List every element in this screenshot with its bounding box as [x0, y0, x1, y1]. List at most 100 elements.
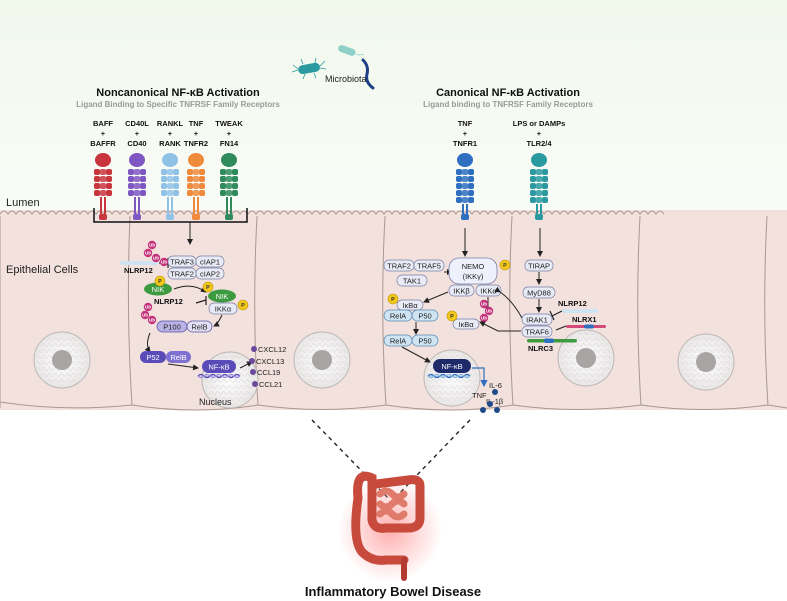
nlrc3-label: NLRC3 — [528, 344, 553, 353]
relb-label: RelB — [170, 353, 186, 362]
ikba-label: IκBα — [458, 320, 474, 329]
myd88-protein: MyD88 — [522, 286, 556, 299]
svg-text:CXCL13: CXCL13 — [256, 357, 284, 366]
nlrc3-protein — [527, 338, 577, 343]
cell-nucleus — [293, 331, 351, 389]
bacterium-icon — [361, 58, 375, 90]
phosphate-icon: P — [154, 275, 166, 287]
plus-label: + — [194, 129, 199, 138]
irak1-traf6: IRAK1 TRAF6 — [521, 313, 553, 338]
plus-label: + — [463, 129, 468, 138]
zoom-line — [392, 419, 471, 501]
receptor-label: RANK — [159, 139, 181, 148]
p100-relb-complex: P100 RelB — [156, 320, 213, 333]
ubiquitin-icon: Ub — [143, 302, 153, 312]
svg-text:Ub: Ub — [145, 251, 151, 256]
receptor-bracket — [93, 208, 248, 223]
svg-text:CCL21: CCL21 — [259, 380, 282, 389]
nik-protein: NIK — [208, 289, 236, 303]
nucleus-label: Nucleus — [199, 397, 232, 407]
ikka-label: IKKα — [215, 305, 232, 314]
cytokine-ccl21: CCL21 — [252, 380, 282, 389]
svg-text:Ub: Ub — [481, 302, 487, 307]
canonical-receptors — [456, 153, 548, 220]
tirap-label: TIRAP — [528, 262, 550, 271]
ubiquitin-icon: Ub — [484, 306, 494, 316]
cytokine-dot — [492, 389, 498, 395]
phosphate-icon: P — [446, 310, 458, 322]
relb-label: RelB — [191, 323, 207, 332]
traf2-label: TRAF2 — [387, 262, 411, 271]
receptor-label: TNFR1 — [453, 139, 477, 148]
receptor-label: TLR2/4 — [526, 139, 552, 148]
cytokine-ccl19: CCL19 — [250, 368, 280, 377]
noncanonical-receptor-labels: BAFF + BAFFR CD40L + CD40 RANKL + RANK T… — [90, 119, 243, 148]
ikba-rela-p50: IκBα RelA P50 — [383, 299, 439, 322]
svg-text:IL-1β: IL-1β — [486, 397, 504, 406]
ciap1-label: cIAP1 — [200, 258, 220, 267]
nlrp12-label: NLRP12 — [558, 299, 587, 308]
ligand-label: TNF — [189, 119, 204, 128]
noncanonical-subtitle: Ligand Binding to Specific TNFRSF Family… — [76, 100, 280, 109]
canonical-subtitle: Ligand binding to TNFRSF Family Receptor… — [423, 100, 593, 109]
receptor-cd40 — [128, 153, 146, 220]
bacterium-icon — [338, 45, 365, 56]
nik-label: NIK — [216, 292, 229, 301]
phosphate-icon: P — [387, 293, 399, 305]
microbiota: Microbiota — [291, 45, 375, 90]
traf5-label: TRAF5 — [417, 262, 441, 271]
traf2-label: TRAF2 — [170, 270, 194, 279]
receptor-tnfr2 — [187, 153, 205, 220]
nik-protein: NIK — [144, 282, 172, 296]
arrow — [401, 346, 431, 363]
svg-text:Ub: Ub — [481, 316, 487, 321]
ubiquitin-icon: Ub — [159, 257, 169, 267]
nfkb-dna-complex: NF-κB — [427, 359, 488, 388]
nfkb-dna-complex: NF-κB — [197, 360, 253, 379]
ikka-protein: IKKα — [208, 302, 238, 315]
svg-text:Ub: Ub — [153, 256, 159, 261]
bacterium-icon — [291, 57, 327, 80]
ikk-complex: NEMO (IKKγ) IKKβ IKKα — [448, 257, 502, 297]
canonical-pathway: TRAF2 TRAF5 TAK1 NEMO (IKKγ) IKKβ IKKα I… — [383, 228, 606, 413]
svg-text:TNF: TNF — [472, 391, 487, 400]
nemo-label: NEMO — [462, 262, 485, 271]
arrow — [173, 285, 207, 293]
lumen-label: Lumen — [6, 197, 40, 209]
cytokine-tnf: TNF — [472, 391, 487, 400]
plus-label: + — [135, 129, 140, 138]
cell-nucleus — [33, 331, 91, 389]
tak1-label: TAK1 — [403, 277, 421, 286]
p52-label: P52 — [146, 353, 159, 362]
p50-label: P50 — [418, 337, 431, 346]
nlrp12-protein — [549, 309, 598, 321]
arrow — [144, 332, 151, 353]
traf3-label: TRAF3 — [170, 258, 194, 267]
cell-nucleus — [677, 333, 735, 391]
arrow — [167, 363, 199, 371]
p50-label: P50 — [418, 312, 431, 321]
nfkb-label: NF-κB — [208, 363, 229, 372]
receptor-label: FN14 — [220, 139, 239, 148]
ubiquitin-icon: Ub — [479, 299, 489, 309]
svg-text:CCL19: CCL19 — [257, 368, 280, 377]
ligand-label: TNF — [458, 119, 473, 128]
canonical-receptor-labels: TNF + TNFR1 LPS or DAMPs + TLR2/4 — [453, 119, 565, 148]
arrow — [213, 314, 223, 327]
traf-ciap-complex: TRAF3 cIAP1 TRAF2 cIAP2 — [167, 255, 225, 280]
ligand-label: LPS or DAMPs — [513, 119, 566, 128]
ubiquitin-icon: Ub — [479, 313, 489, 323]
ciap2-label: cIAP2 — [200, 270, 220, 279]
svg-text:Ub: Ub — [145, 305, 151, 310]
nlrx1-label: NLRX1 — [572, 315, 597, 324]
cytokine-il6: IL-6 — [489, 381, 502, 390]
cytokine-dot — [487, 401, 493, 407]
arrow — [423, 291, 449, 303]
svg-text:P: P — [206, 285, 210, 291]
nlrp12-label: NLRP12 — [154, 297, 183, 306]
canonical-title: Canonical NF-κB Activation — [436, 87, 580, 99]
zoom-line — [311, 419, 391, 501]
